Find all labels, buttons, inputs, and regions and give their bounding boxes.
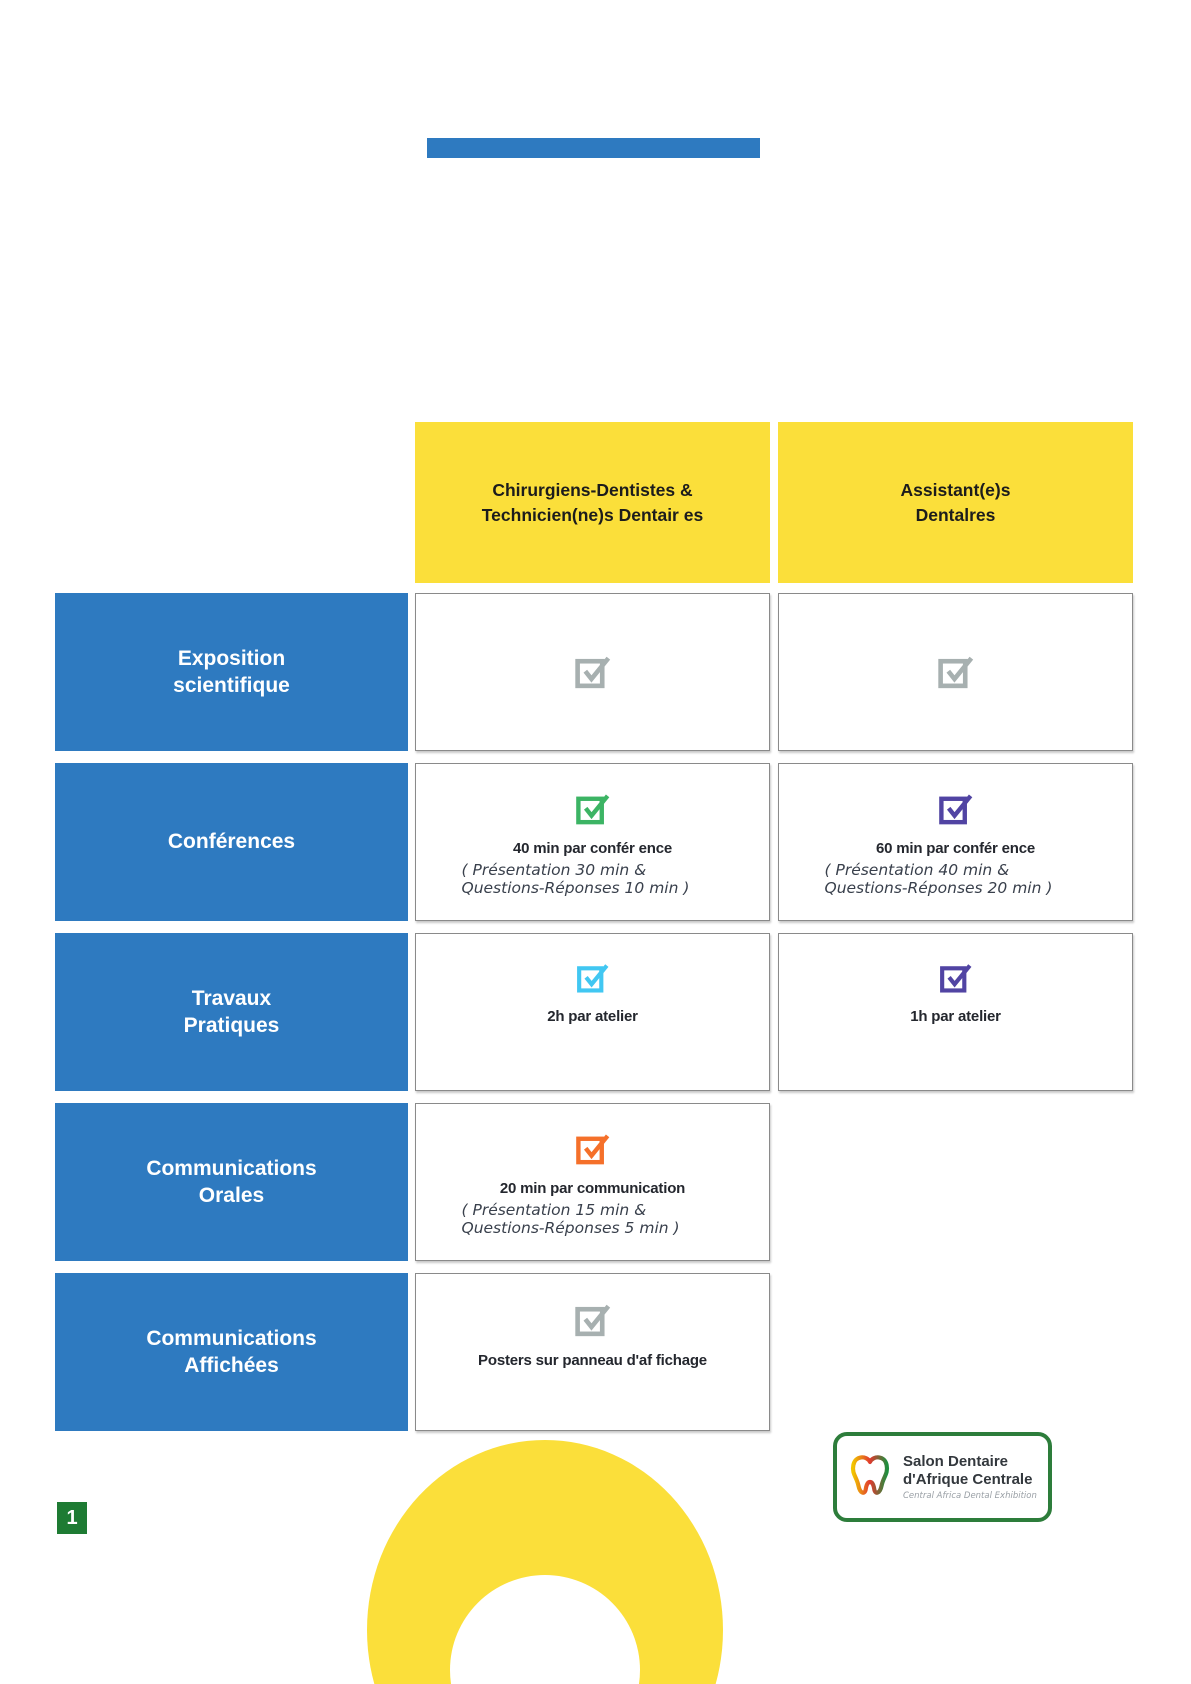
checked-checkbox-icon: [937, 790, 975, 828]
cell-caption: 20 min par communication: [499, 1180, 686, 1197]
table-cell: 20 min par communication ( Présentation …: [415, 1103, 770, 1261]
cell-detail: ( Présentation 40 min & Questions-Répons…: [824, 861, 1053, 898]
table-cell: 2h par atelier: [415, 933, 770, 1091]
row-label-travaux-pratiques: Travaux Pratiques: [55, 933, 408, 1091]
title-underline-bar: [427, 138, 760, 158]
yellow-donut-decoration: [367, 1440, 723, 1684]
table-cell: 1h par atelier: [778, 933, 1133, 1091]
checked-checkbox-icon: [573, 652, 613, 692]
row-label-communications-orales: Communications Orales: [55, 1103, 408, 1261]
checked-checkbox-icon: [936, 652, 976, 692]
table-cell: Posters sur panneau d'af fichage: [415, 1273, 770, 1431]
table-cell: 40 min par confér ence ( Présentation 30…: [415, 763, 770, 921]
row-label-communications-affichees: Communications Affichées: [55, 1273, 408, 1431]
tooth-icon: [845, 1449, 895, 1505]
table-cell: 60 min par confér ence ( Présentation 40…: [778, 763, 1133, 921]
cell-detail: ( Présentation 15 min & Questions-Répons…: [461, 1201, 680, 1238]
table-cell: [415, 593, 770, 751]
page-number-badge: 1: [57, 1502, 87, 1534]
cell-caption: 40 min par confér ence: [513, 840, 672, 857]
logo-title-line2: d'Afrique Centrale: [903, 1471, 1033, 1488]
table-cell: [778, 593, 1133, 751]
checked-checkbox-icon: [575, 960, 611, 996]
checked-checkbox-icon: [573, 1300, 613, 1340]
cell-caption: 2h par atelier: [547, 1008, 638, 1025]
checked-checkbox-icon: [574, 790, 612, 828]
cell-caption: 1h par atelier: [910, 1008, 1001, 1025]
row-label-exposition-scientifique: Exposition scientifique: [55, 593, 408, 751]
cell-detail: ( Présentation 30 min & Questions-Répons…: [461, 861, 690, 898]
cell-caption: 60 min par confér ence: [876, 840, 1035, 857]
cell-caption: Posters sur panneau d'af fichage: [478, 1352, 707, 1369]
row-label-conferences: Conférences: [55, 763, 408, 921]
checked-checkbox-icon: [574, 1130, 612, 1168]
checked-checkbox-icon: [938, 960, 974, 996]
logo-text: Salon Dentaire d'Afrique Centrale Centra…: [903, 1453, 1037, 1501]
logo-subtitle: Central Africa Dental Exhibition: [903, 1491, 1037, 1501]
column-header-assistants: Assistant(e)s Dentalres: [778, 422, 1133, 583]
logo-title-line1: Salon Dentaire: [903, 1453, 1009, 1470]
column-header-dentists: Chirurgiens-Dentistes & Technicien(ne)s …: [415, 422, 770, 583]
salon-dentaire-logo: Salon Dentaire d'Afrique Centrale Centra…: [833, 1432, 1052, 1522]
